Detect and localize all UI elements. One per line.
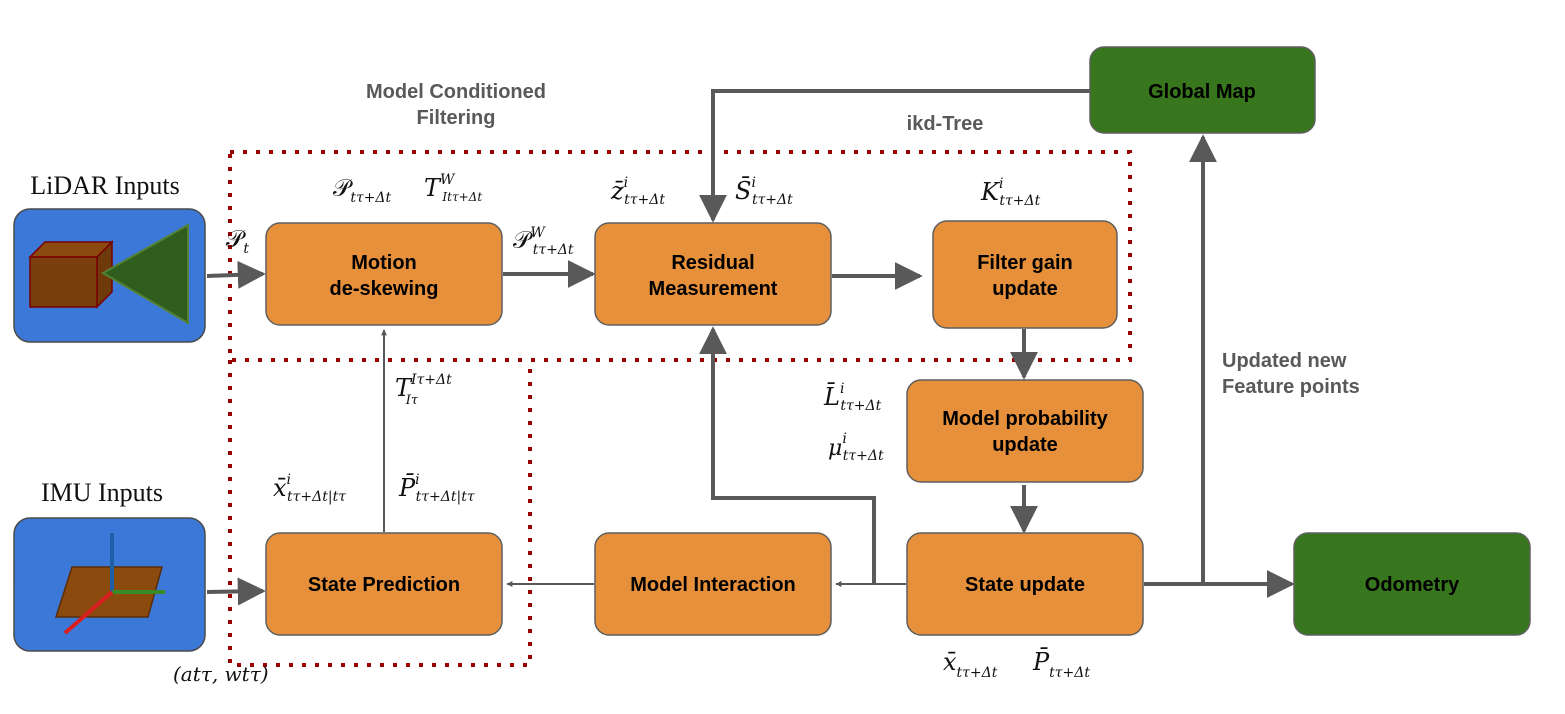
filter-gain-line2: update — [992, 278, 1058, 300]
imu-axes-icon — [54, 533, 165, 635]
model-interaction-block: Model Interaction — [594, 532, 832, 636]
model-probability-line2: update — [992, 434, 1058, 456]
updated-features-line1: Updated new — [1222, 350, 1347, 372]
arrow-lidar-to-deskew — [206, 260, 266, 289]
math-raw-pointcloud: 𝒫t — [226, 225, 249, 257]
motion-deskewing-line1: Motion — [351, 252, 417, 274]
odometry-label: Odometry — [1365, 574, 1460, 596]
arrow-state-to-residual — [699, 326, 876, 584]
region-label-line1: Model Conditioned — [366, 81, 546, 103]
motion-deskewing-line2: de-skewing — [330, 278, 439, 300]
math-updated-state: x̄tτ+Δt — [943, 648, 998, 681]
model-interaction-label: Model Interaction — [630, 574, 796, 596]
filter-gain-line1: Filter gain — [977, 252, 1073, 274]
lidar-sensor-icon — [28, 223, 189, 325]
arrow-imu-to-prediction — [206, 577, 266, 606]
math-pointcloud-deskewed: 𝒫tτ+Δt — [333, 174, 392, 206]
imu-inputs-label: IMU Inputs — [41, 478, 163, 507]
global-map-block: Global Map — [1089, 46, 1316, 134]
arrow-globalmap-to-residual — [699, 89, 1090, 223]
filter-gain-block: Filter gain update — [932, 220, 1118, 329]
global-map-label: Global Map — [1148, 81, 1256, 103]
math-imu-measurement: (atτ, wtτ) — [173, 662, 269, 686]
math-updated-cov: P̄tτ+Δt — [1032, 648, 1090, 681]
state-update-label: State update — [965, 574, 1085, 596]
odometry-block: Odometry — [1293, 532, 1531, 636]
lidar-inputs-label: LiDAR Inputs — [30, 171, 180, 200]
model-probability-line1: Model probability — [942, 408, 1108, 430]
region-label-line2: Filtering — [417, 107, 496, 129]
residual-measurement-line2: Measurement — [649, 278, 778, 300]
motion-deskewing-block: Motion de-skewing — [265, 222, 503, 326]
residual-measurement-line1: Residual — [671, 252, 754, 274]
updated-features-line2: Feature points — [1222, 376, 1360, 398]
thin-connectors — [381, 329, 906, 587]
model-probability-block: Model probability update — [906, 379, 1144, 483]
state-prediction-block: State Prediction — [265, 532, 503, 636]
state-prediction-label: State Prediction — [308, 574, 460, 596]
ikd-tree-label: ikd-Tree — [907, 113, 984, 135]
filtering-region-border — [228, 150, 1132, 362]
residual-measurement-block: Residual Measurement — [594, 222, 832, 326]
state-update-block: State update — [906, 532, 1144, 636]
connectors — [206, 89, 1295, 606]
prediction-region-border — [228, 360, 532, 667]
